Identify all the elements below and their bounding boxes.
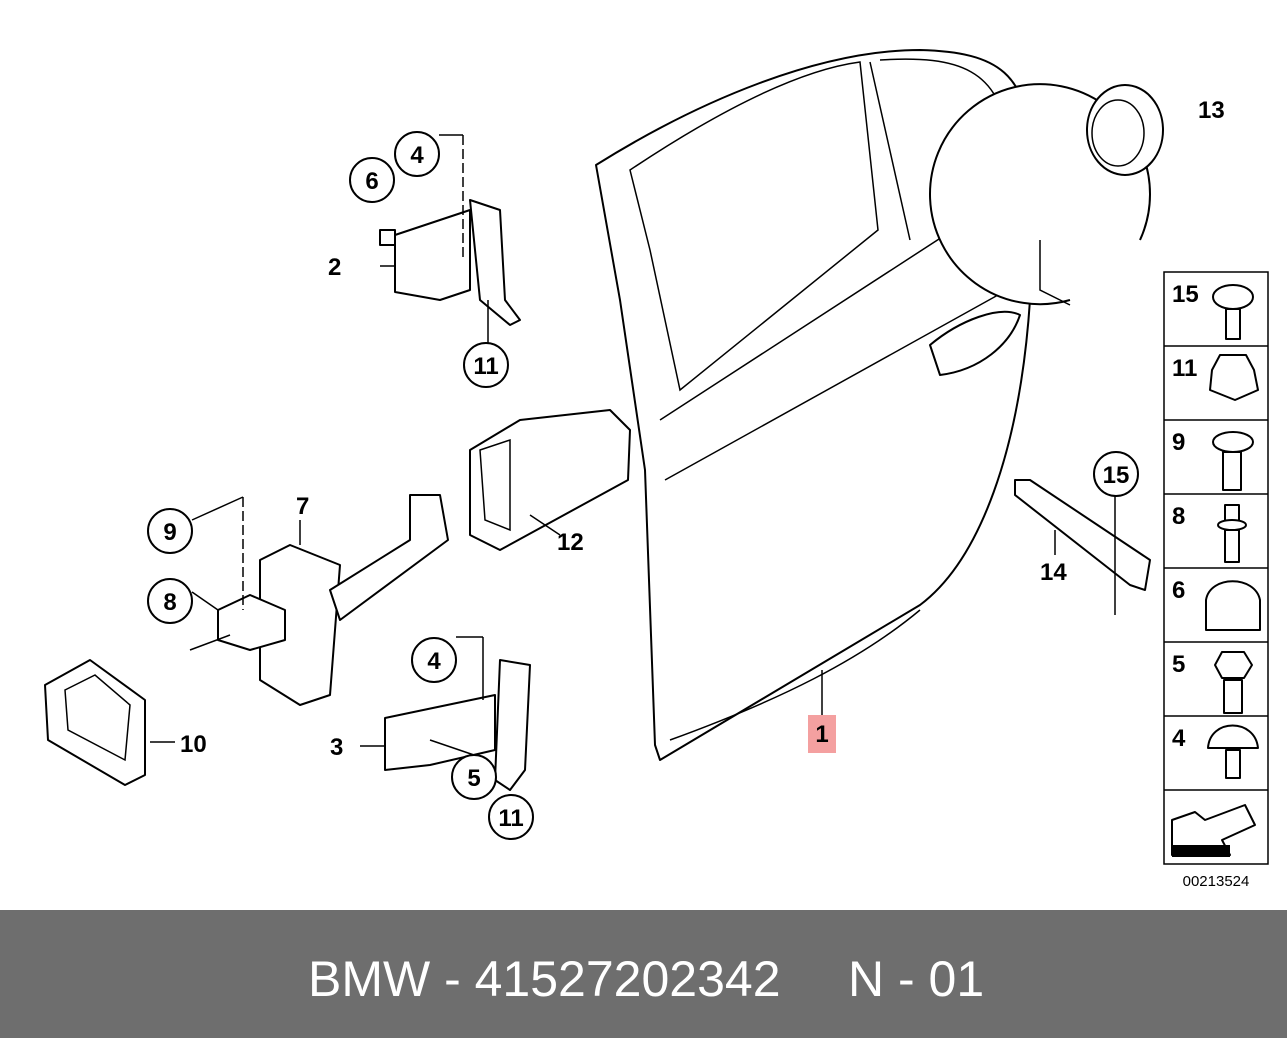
part-10: 10 [44, 659, 207, 786]
callout-9: 9 [147, 496, 244, 554]
callout-11-upper: 11 [463, 342, 509, 388]
svg-text:4: 4 [1172, 725, 1186, 752]
door-check: 7 [189, 493, 449, 706]
svg-text:15: 15 [1172, 281, 1199, 308]
svg-text:8: 8 [163, 589, 176, 616]
svg-text:12: 12 [557, 529, 584, 556]
svg-text:2: 2 [328, 254, 341, 281]
callout-5: 5 [429, 739, 497, 800]
svg-text:1: 1 [815, 721, 828, 748]
screw-9-icon [1212, 431, 1254, 491]
callout-6: 6 [349, 157, 395, 203]
svg-text:9: 9 [163, 519, 176, 546]
callout-15: 15 [1093, 451, 1139, 497]
upper-hinge: 2 [328, 135, 521, 345]
svg-text:11: 11 [473, 353, 498, 380]
svg-text:6: 6 [365, 168, 378, 195]
svg-text:10: 10 [180, 731, 207, 758]
svg-text:6: 6 [1172, 577, 1185, 604]
callout-4-lower: 4 [411, 636, 483, 683]
svg-text:11: 11 [1172, 355, 1197, 382]
screw-4-icon [1207, 724, 1259, 779]
svg-text:11: 11 [498, 805, 523, 832]
screw-15-icon [1212, 284, 1254, 340]
svg-text:7: 7 [296, 493, 309, 520]
screw-8-icon [1217, 504, 1247, 563]
svg-text:9: 9 [1172, 429, 1185, 456]
svg-text:15: 15 [1103, 462, 1130, 489]
cap-6-icon [1205, 580, 1261, 631]
callout-4-upper: 4 [394, 131, 463, 177]
svg-text:13: 13 [1198, 97, 1225, 124]
svg-text:3: 3 [330, 734, 343, 761]
direction-arrow-icon [1171, 804, 1256, 857]
part-number-banner: BMW - 41527202342 N - 01 [0, 910, 1287, 1038]
bolt-5-icon [1214, 651, 1253, 714]
drawing-number: 00213524 [1183, 873, 1250, 890]
callout-8: 8 [147, 578, 219, 624]
svg-text:8: 8 [1172, 503, 1185, 530]
svg-text:14: 14 [1040, 559, 1067, 586]
nut-cap-11-icon [1209, 354, 1259, 401]
parts-diagram: 1 13 2 3 7 10 [44, 49, 1269, 890]
callout-1: 1 [808, 670, 836, 753]
part-12: 12 [469, 409, 631, 556]
svg-text:5: 5 [467, 765, 480, 792]
brand-part-number: BMW - 41527202342 [308, 951, 781, 1007]
position-code: N - 01 [848, 951, 985, 1007]
callout-11-lower: 11 [488, 794, 534, 840]
callout-13-detail: 13 [929, 83, 1225, 306]
lower-hinge: 3 [330, 637, 531, 791]
svg-text:5: 5 [1172, 651, 1185, 678]
part-14-bracket: 14 [1014, 479, 1151, 615]
fastener-legend: 15 11 9 8 6 5 4 [1163, 271, 1269, 865]
svg-text:4: 4 [427, 648, 441, 675]
svg-text:4: 4 [410, 142, 424, 169]
